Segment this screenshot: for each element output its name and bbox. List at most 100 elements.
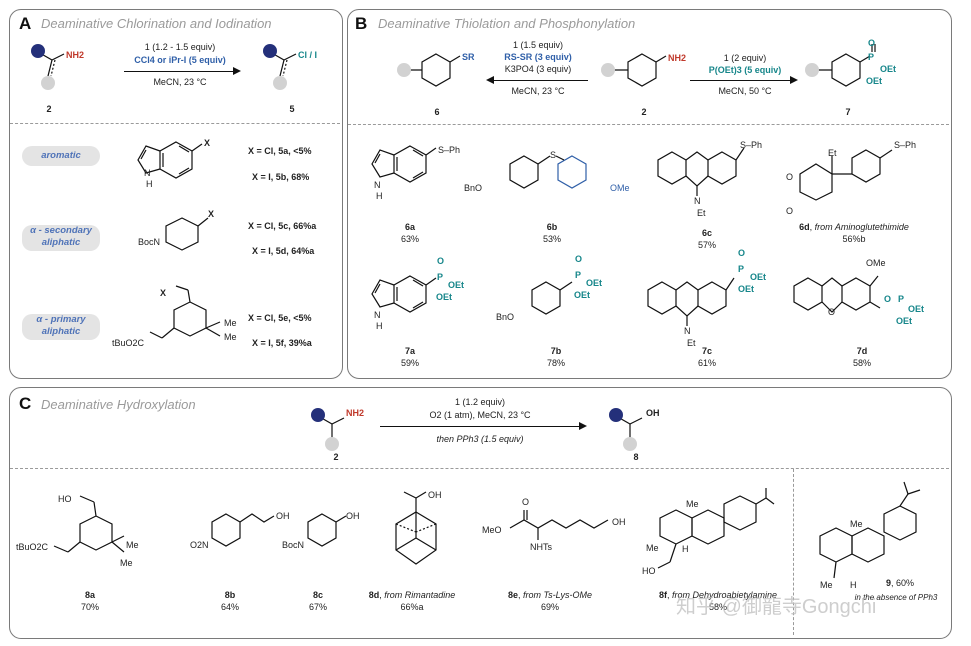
thiolation-arrow	[486, 76, 588, 85]
7d-oet-2: OEt	[896, 316, 913, 326]
phosphonylation-reagent-2: P(OEt)3 (5 equiv)	[708, 65, 782, 75]
yield-8b: 64%	[220, 602, 240, 612]
panel-b-oet-2: OEt	[866, 76, 883, 86]
label-9: 9, 60%	[885, 578, 915, 588]
label-7b: 7b	[550, 346, 562, 356]
7a-p: P	[437, 272, 444, 282]
panel-b-num-2: 2	[641, 107, 647, 117]
label-7d: 7d	[856, 346, 868, 356]
yield-8a: 70%	[80, 602, 100, 612]
7c-oet-2: OEt	[738, 284, 755, 294]
yield-6b: 53%	[542, 234, 562, 244]
7a-h: H	[376, 321, 383, 331]
row-1-h: H	[146, 179, 153, 189]
panel-a-reagent-1: 1 (1.2 - 1.5 equiv)	[144, 42, 216, 52]
8e-oh: OH	[612, 517, 626, 527]
8f-me-2: Me	[646, 543, 659, 553]
row-2-result-cl: X = Cl, 5c, 66%a	[248, 221, 317, 231]
label-8f: 8f, from Dehydroabietylamine	[658, 590, 778, 600]
yield-7b: 78%	[546, 358, 566, 368]
structure-6c	[657, 147, 745, 196]
panel-b-num-6: 6	[434, 107, 440, 117]
label-7c: 7c	[701, 346, 713, 356]
8f-me-1: Me	[686, 499, 699, 509]
6d-et: Et	[828, 148, 837, 158]
indole-5-x-structure	[137, 141, 203, 179]
panel-a-sm-nh2: NH2	[66, 50, 85, 60]
yield-8c: 67%	[308, 602, 328, 612]
8c-boc: BocN	[282, 540, 305, 550]
7d-o-p: O	[884, 294, 892, 304]
panel-c-title: Deaminative Hydroxylation	[41, 397, 196, 412]
hydroxylation-arrow	[380, 422, 587, 431]
panel-c-nh2: NH2	[346, 408, 365, 418]
pill-secondary-aliphatic: α - secondary aliphatic	[22, 225, 100, 251]
7b-oet-1: OEt	[586, 278, 603, 288]
7c-o: O	[738, 248, 746, 258]
panel-a-arrow	[124, 67, 241, 76]
panel-c-product-structure	[609, 408, 643, 451]
7c-n: N	[684, 326, 691, 336]
panel-c	[9, 387, 952, 639]
panel-a-sm-structure	[31, 44, 65, 90]
6d-sph: S–Ph	[894, 140, 917, 150]
structure-7b	[531, 281, 573, 315]
panel-c-oh: OH	[646, 408, 660, 418]
6b-s: S	[550, 150, 557, 160]
panel-b-num-7: 7	[845, 107, 851, 117]
panel-b-sr: SR	[462, 52, 475, 62]
yield-7c: 61%	[697, 358, 717, 368]
6c-n: N	[694, 196, 701, 206]
thiolation-reagent-3: K3PO4 (3 equiv)	[504, 64, 572, 74]
panel-b-divider	[348, 124, 949, 125]
row-3-result-i: X = I, 5f, 39%a	[252, 338, 312, 348]
panel-a-title: Deaminative Chlorination and Iodination	[41, 16, 272, 31]
7d-oet-1: OEt	[908, 304, 925, 314]
7b-p: P	[575, 270, 582, 280]
6d-o-2: O	[786, 206, 794, 216]
label-6a: 6a	[404, 222, 416, 232]
phosphonylation-arrow	[690, 76, 798, 85]
7d-ome: OMe	[866, 258, 886, 268]
8e-meo: MeO	[482, 525, 502, 535]
structure-8a	[53, 495, 125, 553]
phosphonylation-conditions: MeCN, 50 °C	[718, 86, 772, 96]
panel-b-oet-1: OEt	[880, 64, 897, 74]
panel-c-label: C	[19, 394, 32, 413]
yield-8e: 69%	[540, 602, 560, 612]
7a-oet-1: OEt	[448, 280, 465, 290]
panel-b-aniline-structure	[601, 53, 667, 87]
panel-a-conditions: MeCN, 23 °C	[153, 77, 207, 87]
structure-8f	[657, 488, 775, 569]
panel-a-reagent-2: CCl4 or iPr-I (5 equiv)	[134, 55, 226, 65]
panel-b	[347, 9, 952, 379]
structure-9	[819, 481, 921, 579]
panel-b-title: Deaminative Thiolation and Phosphonylati…	[378, 16, 636, 31]
7d-p: P	[898, 294, 905, 304]
6a-n: N	[374, 180, 381, 190]
yield-6d: 56%b	[842, 234, 866, 244]
7c-et: Et	[687, 338, 696, 348]
7c-oet-1: OEt	[750, 272, 767, 282]
panel-c-divider	[10, 468, 949, 469]
phosphonylation-reagent-1: 1 (2 equiv)	[723, 53, 767, 63]
dioxane-x-structure	[149, 285, 221, 339]
panel-a-product-number: 5	[289, 104, 295, 114]
panel-c-sm-structure	[311, 408, 345, 451]
structure-8c	[307, 513, 347, 547]
yield-7a: 59%	[400, 358, 420, 368]
panel-a-product-structure	[263, 44, 297, 90]
panel-b-p: P	[868, 52, 875, 62]
7b-o: O	[575, 254, 583, 264]
panel-a-divider	[10, 123, 340, 124]
structure-7c	[647, 277, 735, 326]
hydroxylation-reagent-2: O2 (1 atm), MeCN, 23 °C	[429, 410, 531, 420]
label-8c: 8c	[312, 590, 324, 600]
note-9: in the absence of PPh3	[854, 593, 938, 602]
6d-o-1: O	[786, 172, 794, 182]
row-3-me-2: Me	[224, 332, 237, 342]
piperidine-4-x-structure	[165, 217, 209, 251]
watermark: 知乎 @御龍寺Gongchi	[676, 596, 877, 618]
pill-aromatic: aromatic	[22, 146, 100, 166]
panel-c-product-number: 8	[633, 452, 639, 462]
